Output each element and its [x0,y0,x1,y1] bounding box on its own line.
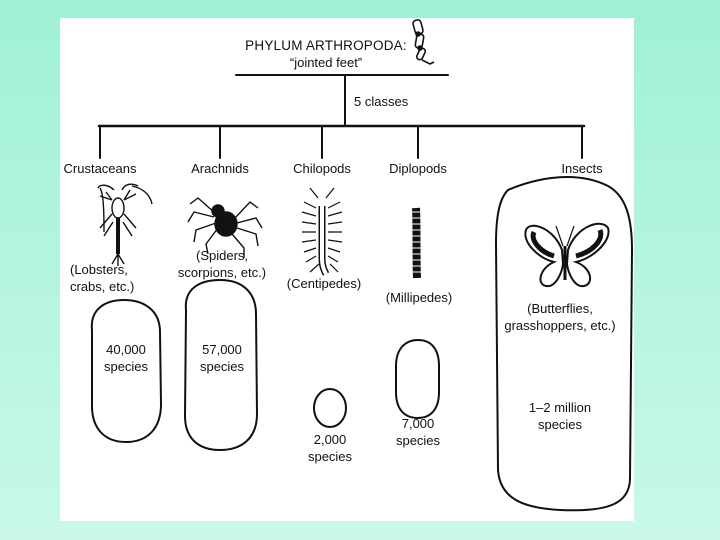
blob-crustaceans [90,298,163,444]
species-count-crustaceans: 40,000 [106,342,146,357]
butterfly-icon [524,222,610,288]
class-name-diplopods: Diplopods [389,161,447,176]
blob-diplopods [395,338,440,420]
diagram-graphics [90,19,634,512]
blob-insects [494,176,634,512]
lobster-icon [97,183,153,266]
blob-chilopods [313,388,347,428]
species-unit-crustaceans: species [103,359,149,374]
examples-insects-2: grasshoppers, etc.) [504,318,616,333]
examples-chilopods: (Centipedes) [286,276,362,291]
examples-arachnids-1: (Spiders, [195,248,249,263]
class-name-arachnids: Arachnids [191,161,249,176]
species-count-insects: 1–2 million [528,400,592,415]
examples-insects-1: (Butterflies, [527,301,593,316]
examples-diplopods: (Millipedes) [385,290,453,305]
centipede-icon [301,187,343,276]
species-count-diplopods: 7,000 [401,416,435,431]
diagram-title: PHYLUM ARTHROPODA: [245,38,407,53]
species-unit-arachnids: species [199,359,245,374]
diagram-subtitle: “jointed feet” [289,55,363,70]
blob-arachnids [183,278,259,452]
spider-icon [187,197,263,258]
examples-crustaceans-1: (Lobsters, [70,262,128,277]
species-unit-chilopods: species [307,449,353,464]
species-count-arachnids: 57,000 [202,342,242,357]
examples-crustaceans-2: crabs, etc.) [70,279,135,294]
class-name-crustaceans: Crustaceans [63,161,137,176]
diagram-panel: PHYLUM ARTHROPODA: “jointed feet” 5 clas… [60,18,634,521]
species-unit-insects: species [537,417,583,432]
branch-label: 5 classes [354,94,409,109]
species-count-chilopods: 2,000 [313,432,347,447]
class-name-chilopods: Chilopods [293,161,351,176]
examples-arachnids-2: scorpions, etc.) [177,265,267,280]
class-name-insects: Insects [561,161,603,176]
jointed-leg-icon [412,19,435,65]
millipede-icon [412,207,421,279]
species-unit-diplopods: species [395,433,441,448]
